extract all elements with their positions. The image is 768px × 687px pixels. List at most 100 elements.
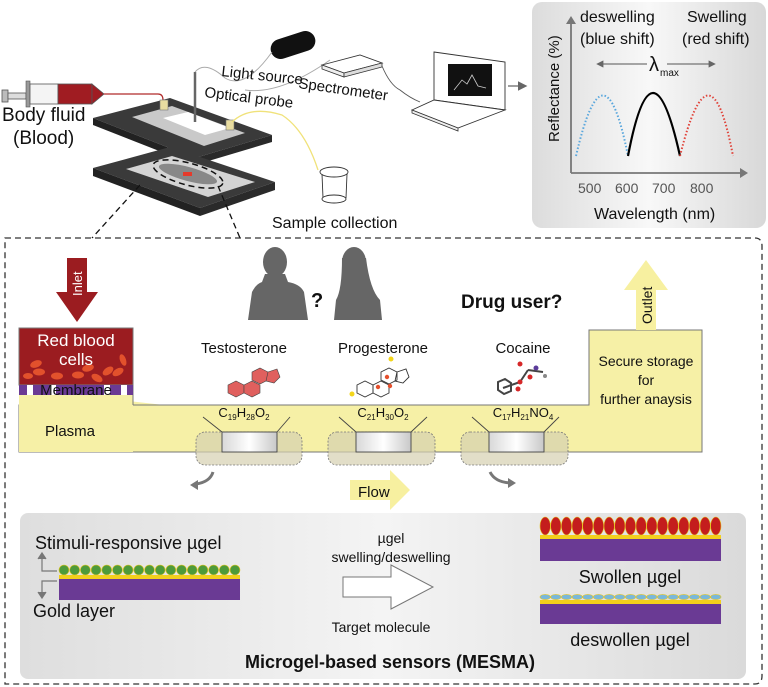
transition-arrow	[342, 564, 435, 610]
storage-label-3: further anaysis	[600, 391, 692, 407]
optical-probe-label: Optical probe	[204, 84, 295, 112]
deswollen-microgel-bead	[667, 594, 679, 600]
lower-chip-plate	[93, 147, 275, 216]
microgel-bead	[101, 564, 113, 576]
cocaine-label: Cocaine	[495, 340, 550, 357]
sample-collection-icon	[319, 166, 349, 204]
body-fluid-sublabel: (Blood)	[13, 128, 74, 149]
deswollen-microgel-bead	[646, 594, 658, 600]
sensing-chamber-3	[460, 416, 569, 466]
deswollen-microgel-bead	[593, 594, 605, 600]
rbc-label: Red blood	[37, 331, 115, 350]
spectrometer-label: Spectrometer	[297, 75, 389, 104]
blue-shift-label: (blue shift)	[580, 31, 655, 48]
male-silhouette-icon	[248, 247, 308, 320]
deswollen-microgel-bead	[656, 594, 668, 600]
swollen-microgel-bead	[635, 516, 647, 536]
lambda-subscript: max	[660, 68, 679, 79]
light-source-label: Light source	[221, 63, 304, 88]
testosterone-label: Testosterone	[201, 340, 287, 357]
reference-curve	[626, 91, 682, 157]
rbc-sublabel: cells	[59, 350, 93, 369]
testosterone-formula: C19H28O2	[218, 405, 270, 422]
swollen-microgel-bead	[699, 516, 711, 536]
deswollen-microgel-bead	[635, 594, 647, 600]
membrane-label: Membrane	[40, 382, 112, 399]
swollen-microgel-bead	[582, 516, 594, 536]
microgel-bead	[133, 564, 145, 576]
sensing-chamber-2	[327, 416, 436, 466]
swollen-sensor	[539, 516, 722, 561]
flow-label: Flow	[358, 484, 390, 501]
y-axis-label: Reflectance (%)	[546, 35, 563, 142]
red-shift-curve	[679, 94, 734, 157]
swelling-label: Swelling	[687, 9, 747, 26]
microgel-bead	[144, 564, 155, 576]
outlet-label: Outlet	[639, 287, 655, 324]
progesterone-formula: C21H30O2	[357, 405, 409, 422]
microgel-bead	[229, 564, 241, 576]
cocaine-structure-icon	[497, 361, 547, 396]
swollen-microgel-bead	[678, 516, 690, 536]
inlet-label: Inlet	[70, 271, 85, 296]
lambda-symbol: λ	[649, 54, 659, 76]
membrane	[19, 385, 133, 395]
microgel-bead	[165, 564, 177, 576]
microgel-bead	[176, 564, 187, 576]
deswollen-sensor	[539, 594, 722, 624]
sample-collection-label: Sample collection	[272, 215, 397, 232]
swollen-microgel-bead	[603, 516, 615, 536]
swollen-microgel-bead	[593, 516, 605, 536]
female-silhouette-icon	[334, 247, 382, 320]
laptop-icon	[410, 51, 507, 132]
microgel-bead	[208, 564, 219, 576]
x-tick-600: 600	[615, 180, 639, 196]
drug-user-label: Drug user?	[461, 292, 562, 313]
testosterone-structure-icon	[227, 367, 281, 398]
red-shift-label: (red shift)	[682, 31, 750, 48]
upper-chip-plate	[93, 72, 272, 165]
light-source-icon	[270, 30, 316, 60]
x-tick-500: 500	[578, 180, 602, 196]
x-tick-800: 800	[690, 180, 714, 196]
swollen-microgel-bead	[646, 516, 658, 536]
curved-arrow-right-icon	[488, 471, 511, 485]
layer-indicator-arrows	[37, 551, 57, 600]
inlet-arrow	[56, 258, 98, 322]
microgel-bead	[186, 564, 198, 576]
stimuli-label: Stimuli-responsive µgel	[35, 533, 221, 553]
deswollen-microgel-bead	[539, 594, 551, 600]
microgel-bead	[80, 564, 91, 576]
swollen-microgel-bead	[656, 516, 668, 536]
deswollen-microgel-bead	[624, 594, 636, 600]
sensor-panel-title: Microgel-based sensors (MESMA)	[245, 652, 535, 672]
microgel-bead	[219, 564, 230, 576]
deswollen-microgel-bead	[561, 594, 573, 600]
flow-arrow	[350, 470, 410, 510]
red-blood-cells	[23, 354, 127, 383]
cocaine-formula: C17H21NO4	[493, 405, 554, 422]
microgel-beads-neutral	[58, 564, 241, 576]
x-tick-700: 700	[652, 180, 676, 196]
deswollen-microgel-bead	[678, 594, 690, 600]
target-molecule-label: Target molecule	[332, 619, 431, 635]
microgel-bead	[69, 564, 80, 576]
deswollen-microgel-bead	[710, 594, 722, 600]
progesterone-label: Progesterone	[338, 340, 428, 357]
spectrum-panel	[532, 2, 766, 228]
microgel-bead	[197, 564, 209, 576]
deswollen-microgel-bead	[550, 594, 562, 600]
plasma-label: Plasma	[45, 423, 96, 440]
swollen-microgel-bead	[550, 516, 562, 536]
deswelling-label: deswelling	[580, 9, 655, 26]
microgel-bead	[58, 564, 70, 576]
sensing-chamber-1	[195, 416, 303, 466]
progesterone-structure-icon	[349, 356, 410, 398]
x-axis-label: Wavelength (nm)	[594, 206, 715, 223]
outlet-arrow	[624, 260, 668, 330]
deswollen-label: deswollen µgel	[570, 630, 689, 650]
swollen-microgel-bead	[688, 516, 700, 536]
swollen-microgel-bead	[614, 516, 626, 536]
deswollen-microgel-bead	[603, 594, 615, 600]
microgel-bead	[90, 564, 102, 576]
